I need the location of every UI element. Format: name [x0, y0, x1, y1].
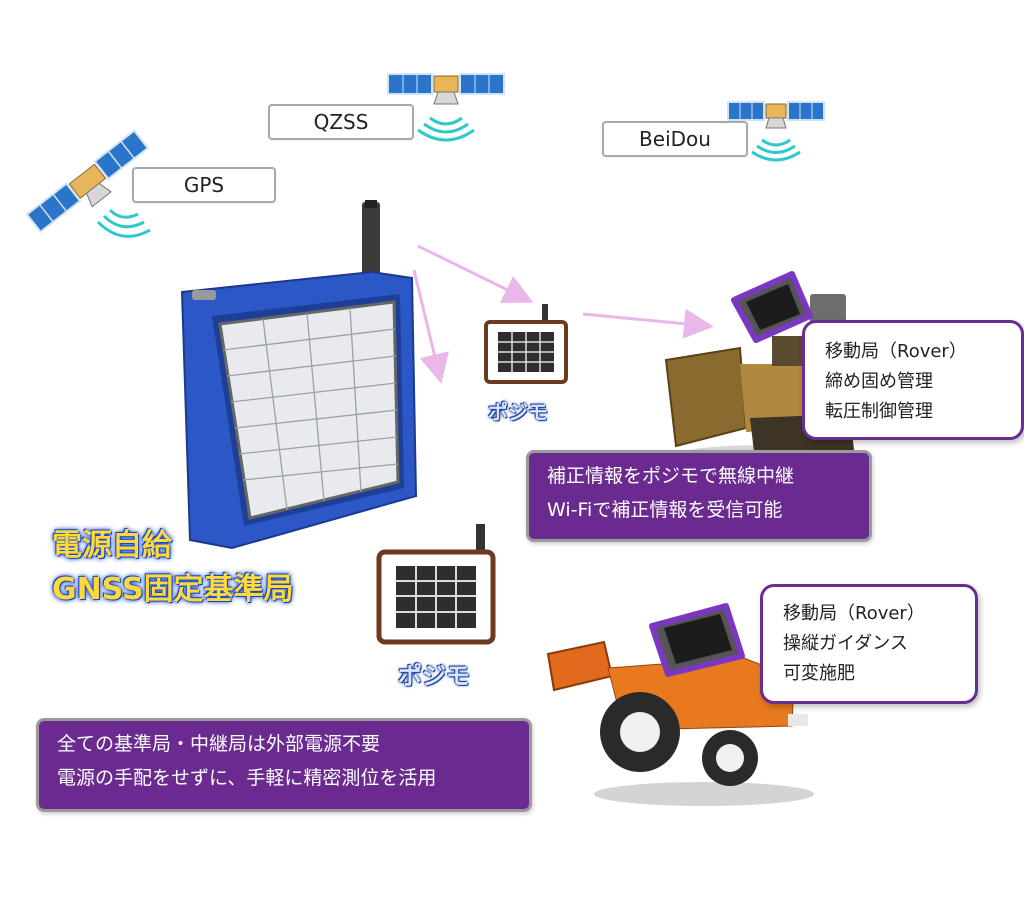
- bulldozer-rover-line1: 移動局（Rover）: [825, 337, 1001, 367]
- power-note-line1: 全ての基準局・中継局は外部電源不要: [57, 727, 511, 761]
- base-station-title-line2: GNSS固定基準局: [52, 568, 294, 612]
- relay-note-line2: Wi-Fiで補正情報を受信可能: [547, 493, 851, 527]
- bulldozer-rover-info: 移動局（Rover） 締め固め管理 転圧制御管理: [802, 320, 1024, 440]
- posimo-label-1: ポジモ: [488, 396, 548, 425]
- posimo-repeater-icon: [484, 304, 568, 384]
- tractor-rover-line3: 可変施肥: [783, 659, 955, 689]
- base-station-title: 電源自給 GNSS固定基準局: [52, 524, 294, 612]
- bulldozer-rover-line2: 締め固め管理: [825, 367, 1001, 397]
- qzss-label: QZSS: [268, 104, 414, 140]
- tractor-rover-line1: 移動局（Rover）: [783, 599, 955, 629]
- posimo-repeater-icon: [376, 524, 498, 646]
- base-station-title-line1: 電源自給: [52, 524, 294, 568]
- relay-note: 補正情報をポジモで無線中継 Wi-Fiで補正情報を受信可能: [526, 450, 872, 542]
- posimo-label-2: ポジモ: [398, 656, 470, 691]
- tractor-rover-info: 移動局（Rover） 操縦ガイダンス 可変施肥: [760, 584, 978, 704]
- bulldozer-rover-line3: 転圧制御管理: [825, 397, 1001, 427]
- base-station-solar-panel: [172, 196, 434, 556]
- arrow-to-posimo: [418, 246, 528, 300]
- beidou-label: BeiDou: [602, 121, 748, 157]
- power-note: 全ての基準局・中継局は外部電源不要 電源の手配をせずに、手軽に精密測位を活用: [36, 718, 532, 812]
- power-note-line2: 電源の手配をせずに、手軽に精密測位を活用: [57, 761, 511, 795]
- tractor-rover-line2: 操縦ガイダンス: [783, 629, 955, 659]
- relay-note-line1: 補正情報をポジモで無線中継: [547, 459, 851, 493]
